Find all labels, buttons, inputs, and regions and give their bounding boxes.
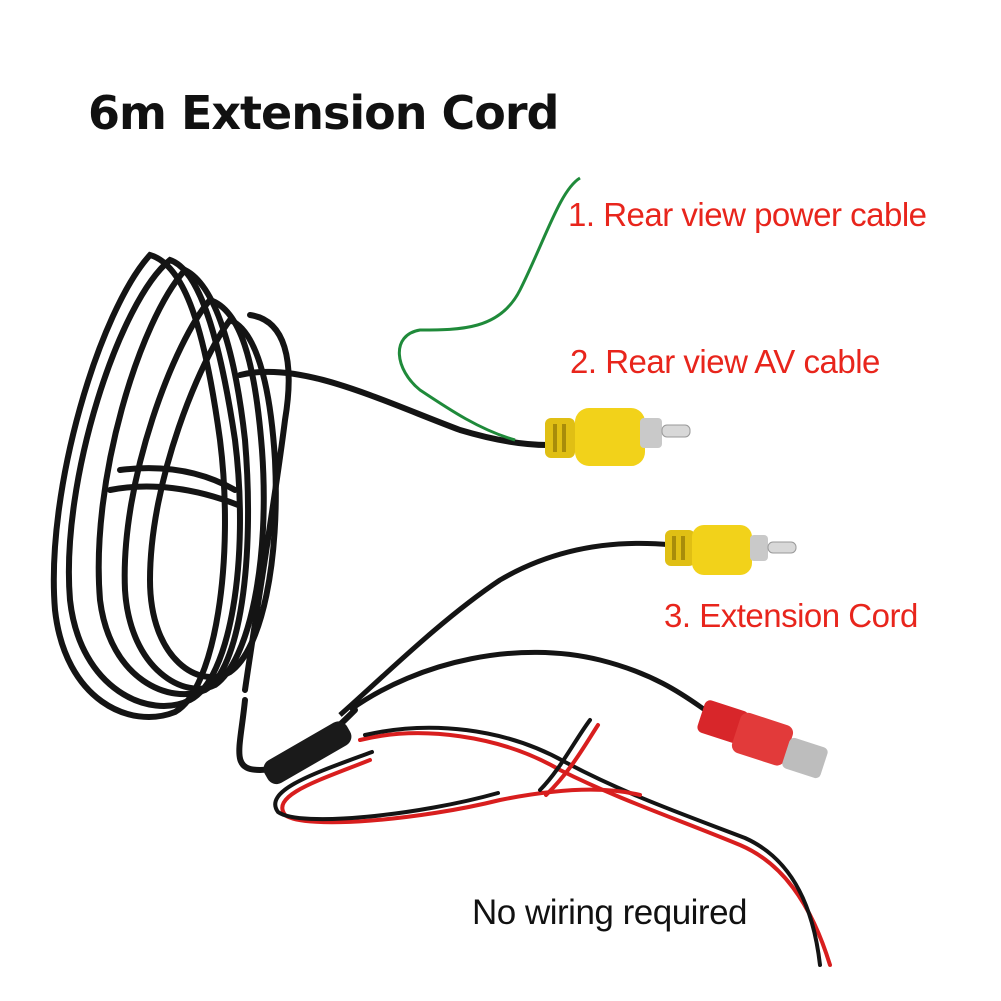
label-no-wiring-required: No wiring required <box>472 893 748 932</box>
splitter-junction <box>263 721 352 785</box>
red-black-twin-wire <box>273 718 832 967</box>
label-extension-cord: 3. Extension Cord <box>664 597 918 634</box>
label-rear-view-av-cable: 2. Rear view AV cable <box>570 343 880 380</box>
extension-branch-cable <box>338 540 673 717</box>
page-title: 6m Extension Cord <box>88 86 559 140</box>
av-rca-connector <box>545 408 691 466</box>
dc-branch-cable <box>348 649 710 715</box>
coiled-cable-bundle <box>50 251 292 720</box>
label-rear-view-power-cable: 1. Rear view power cable <box>568 196 927 233</box>
dc-power-plug <box>697 700 828 779</box>
extension-rca-connector <box>665 525 797 575</box>
green-power-wire <box>397 176 581 442</box>
